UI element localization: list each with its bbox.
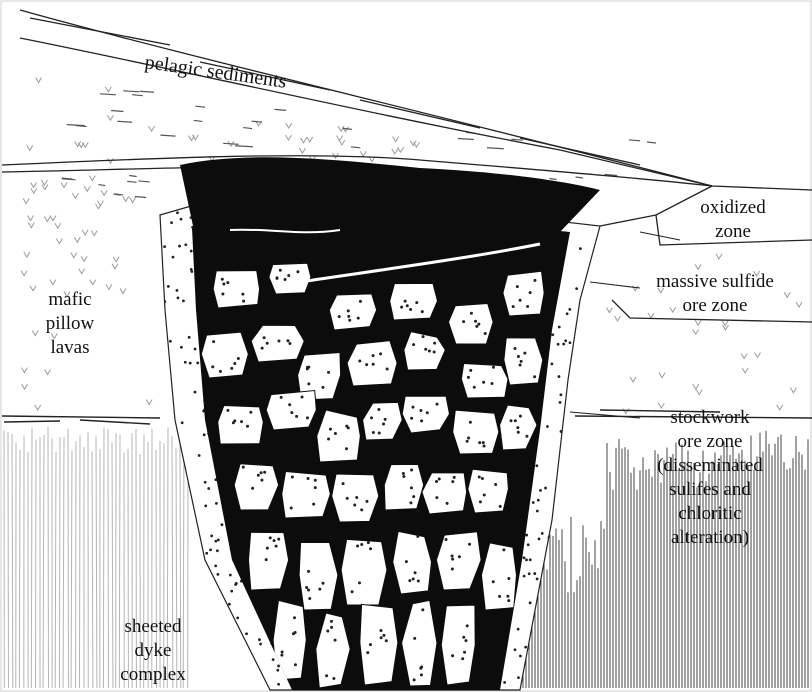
label-oxidized-line1: oxidized xyxy=(688,196,778,220)
label-mafic-pillow-lavas: mafic pillow lavas xyxy=(30,288,110,360)
label-massive-line2: ore zone xyxy=(640,294,790,318)
label-massive-line1: massive sulfide xyxy=(640,270,790,294)
label-dyke-line1: sheeted xyxy=(108,615,198,639)
label-stock-line1: stockwork xyxy=(640,406,780,430)
label-stock-line4: sulifes and xyxy=(640,478,780,502)
label-stockwork-ore-zone: stockwork ore zone (disseminated sulifes… xyxy=(640,406,780,550)
label-oxidized-line2: zone xyxy=(688,220,778,244)
label-dyke-line2: dyke xyxy=(108,639,198,663)
label-stock-line2: ore zone xyxy=(640,430,780,454)
label-stock-line5: chloritic xyxy=(640,502,780,526)
label-mafic-line3: lavas xyxy=(30,336,110,360)
label-oxidized-zone: oxidized zone xyxy=(688,196,778,244)
label-sheeted-dyke-complex: sheeted dyke complex xyxy=(108,615,198,687)
label-mafic-line1: mafic xyxy=(30,288,110,312)
label-mafic-line2: pillow xyxy=(30,312,110,336)
label-stock-line3: (disseminated xyxy=(640,454,780,478)
label-dyke-line3: complex xyxy=(108,663,198,687)
label-stock-line6: alteration) xyxy=(640,526,780,550)
label-massive-sulfide: massive sulfide ore zone xyxy=(640,270,790,318)
